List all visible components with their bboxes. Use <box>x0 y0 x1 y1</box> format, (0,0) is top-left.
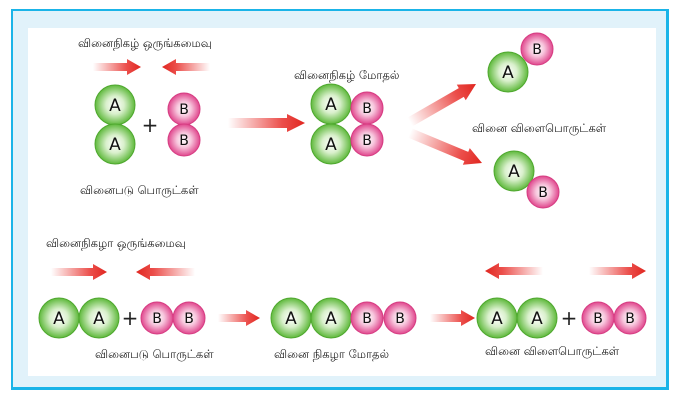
reactant-b-top: B <box>167 92 201 126</box>
reactant-b-2: B <box>172 301 206 335</box>
reactant-b-1: B <box>140 301 174 335</box>
molecule-b-sphere <box>172 301 206 335</box>
arrow-left-icon <box>485 263 543 279</box>
complex-a-bottom: A <box>310 123 352 165</box>
complex-b-1: B <box>350 301 384 335</box>
molecule-b-label: B <box>593 311 603 327</box>
product-b-2: B <box>526 175 560 209</box>
molecule-b-label: B <box>362 311 372 327</box>
molecule-b-label: B <box>362 101 372 117</box>
molecule-b-sphere <box>167 123 201 157</box>
molecule-b-label: B <box>395 311 405 327</box>
plus-sign: + <box>122 306 139 330</box>
arrow-right-icon <box>228 114 305 132</box>
molecule-a-label: A <box>531 309 543 329</box>
molecule-b-label: B <box>362 133 372 149</box>
arrow-right-icon <box>430 310 475 326</box>
molecule-a-label: A <box>285 309 297 329</box>
reactant-a-2: A <box>78 297 120 339</box>
molecule-b-label: B <box>625 311 635 327</box>
molecule-a-label: A <box>491 309 503 329</box>
molecule-a-label: A <box>502 63 514 83</box>
molecule-a-label: A <box>109 135 121 155</box>
molecule-b-sphere <box>520 32 554 66</box>
complex-a-2: A <box>310 297 352 339</box>
reactant-a-bottom: A <box>94 123 136 165</box>
plus-sign: + <box>142 113 159 137</box>
molecule-b-label: B <box>184 311 194 327</box>
product-a-1: A <box>487 51 529 93</box>
molecule-b-label: B <box>152 311 162 327</box>
product-a-2: A <box>516 297 558 339</box>
arrow-left-icon <box>136 264 195 280</box>
product-b-1: B <box>581 301 615 335</box>
top-reactants-label: வினைபடு பொருட்கள் <box>80 183 199 197</box>
ineffective-collision-label: வினை நிகழா மோதல் <box>274 347 390 361</box>
reactive-orientation-label: வினைநிகழ் ஒருங்கமைவு <box>78 36 212 50</box>
molecule-b-sphere <box>526 175 560 209</box>
reactant-b-bottom: B <box>167 123 201 157</box>
molecule-a-label: A <box>53 309 65 329</box>
arrow-right-icon <box>51 264 107 280</box>
molecule-b-sphere <box>350 123 384 157</box>
molecule-a-label: A <box>109 96 121 116</box>
complex-b-2: B <box>383 301 417 335</box>
molecule-a-sphere <box>516 297 558 339</box>
arrow-up-right-icon <box>407 84 476 127</box>
molecule-b-sphere <box>350 301 384 335</box>
complex-b-bottom: B <box>350 123 384 157</box>
molecule-b-sphere <box>383 301 417 335</box>
molecule-b-label: B <box>179 133 189 149</box>
arrow-right-icon <box>589 263 646 279</box>
complex-a-1: A <box>270 297 312 339</box>
plus-sign: + <box>561 306 578 330</box>
reactant-a-1: A <box>38 297 80 339</box>
effective-collision-label: வினைநிகழ் மோதல் <box>294 68 400 82</box>
molecule-a-sphere <box>487 51 529 93</box>
arrow-left-icon <box>162 59 210 75</box>
molecule-b-label: B <box>532 42 542 58</box>
molecule-a-label: A <box>508 162 520 182</box>
molecule-a-label: A <box>93 309 105 329</box>
complex-b-top: B <box>350 91 384 125</box>
molecule-a-sphere <box>493 150 535 192</box>
arrow-right-icon <box>218 310 260 326</box>
product-a-2: A <box>493 150 535 192</box>
reactant-a-top: A <box>94 84 136 126</box>
complex-a-top: A <box>310 83 352 125</box>
top-products-label: வினை விளைபொருட்கள் <box>472 121 607 135</box>
product-b-1: B <box>520 32 554 66</box>
non-reactive-orientation-label: வினைநிகழா ஒருங்கமைவு <box>46 236 186 250</box>
arrow-right-icon <box>93 59 141 75</box>
molecule-a-sphere <box>78 297 120 339</box>
bottom-reactants-label: வினைபடு பொருட்கள் <box>95 347 214 361</box>
arrow-down-right-icon <box>408 128 482 165</box>
molecule-b-label: B <box>179 102 189 118</box>
molecule-a-label: A <box>325 95 337 115</box>
product-b-2: B <box>613 301 647 335</box>
molecule-a-label: A <box>325 135 337 155</box>
product-a-1: A <box>476 297 518 339</box>
molecule-a-sphere <box>94 123 136 165</box>
bottom-products-label: வினை விளைபொருட்கள் <box>485 344 620 358</box>
molecule-b-label: B <box>538 185 548 201</box>
molecule-a-label: A <box>325 309 337 329</box>
molecule-b-sphere <box>613 301 647 335</box>
